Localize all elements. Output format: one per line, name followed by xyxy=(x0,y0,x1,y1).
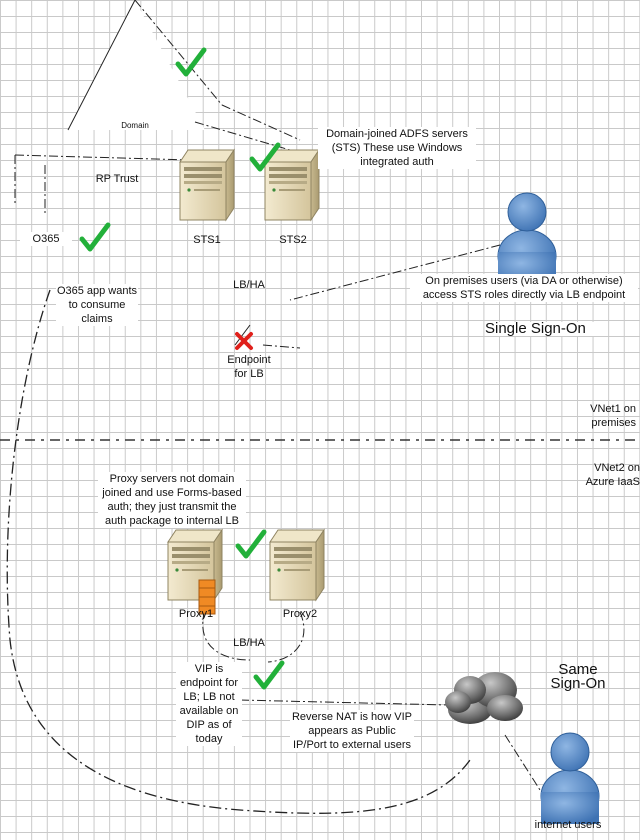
rp-trust-connector xyxy=(14,154,191,215)
vnet2-label: VNet2 on Azure IaaS xyxy=(585,462,640,488)
check-o365-icon xyxy=(82,225,108,249)
adfs-note-label: Domain-joined ADFS servers (STS) These u… xyxy=(318,127,476,169)
red-x-icon xyxy=(235,332,253,350)
proxy-note-label: Proxy servers not domain joined and use … xyxy=(98,472,246,528)
onprem-user-icon xyxy=(497,192,557,285)
proxy1-server-icon xyxy=(167,529,223,615)
lb-ha-top-label: LB/HA xyxy=(233,279,265,291)
reverse-nat-label: Reverse NAT is how VIP appears as Public… xyxy=(290,710,414,752)
sts1-label: STS1 xyxy=(193,234,221,246)
proxy-lb-connector xyxy=(202,609,305,663)
onprem-users-label: On premises users (via DA or otherwise) … xyxy=(410,274,638,302)
proxy1-label: Proxy1 xyxy=(178,608,214,620)
internet-users-label: internet users xyxy=(534,819,602,831)
check-domain-icon xyxy=(178,50,204,74)
o365-to-internet-connector xyxy=(6,289,471,814)
domain-label: Domain xyxy=(121,121,149,130)
proxy2-server-icon xyxy=(269,529,325,601)
cloud-to-users-connector xyxy=(504,734,541,791)
single-sign-on-label: Single Sign-On xyxy=(485,321,605,336)
sts1-server-icon xyxy=(179,149,235,221)
o365-app-label: O365 app wants to consume claims xyxy=(56,284,138,326)
vip-note-label: VIP is endpoint for LB; LB not available… xyxy=(176,662,242,746)
o365-label: O365 xyxy=(20,232,72,246)
vnet1-label: VNet1 on premises xyxy=(590,403,636,429)
check-vip-icon xyxy=(256,663,282,687)
internet-cloud-icon xyxy=(445,672,523,724)
sts2-server-icon xyxy=(264,149,320,221)
rp-trust-label: RP Trust xyxy=(95,173,139,185)
vip-to-cloud-connector xyxy=(239,699,449,706)
sts2-label: STS2 xyxy=(279,234,307,246)
endpoint-lb-label: Endpoint for LB xyxy=(227,354,271,380)
internet-user-icon xyxy=(540,732,600,825)
sts-lb-connector xyxy=(234,324,301,349)
check-proxy-icon xyxy=(238,532,264,556)
lb-ha-bottom-label: LB/HA xyxy=(233,637,265,649)
same-sign-on-label: Same Sign-On xyxy=(550,661,606,692)
proxy2-label: Proxy2 xyxy=(282,608,318,620)
domain-triangle xyxy=(67,0,301,151)
onprem-to-lb-connector xyxy=(289,244,501,301)
